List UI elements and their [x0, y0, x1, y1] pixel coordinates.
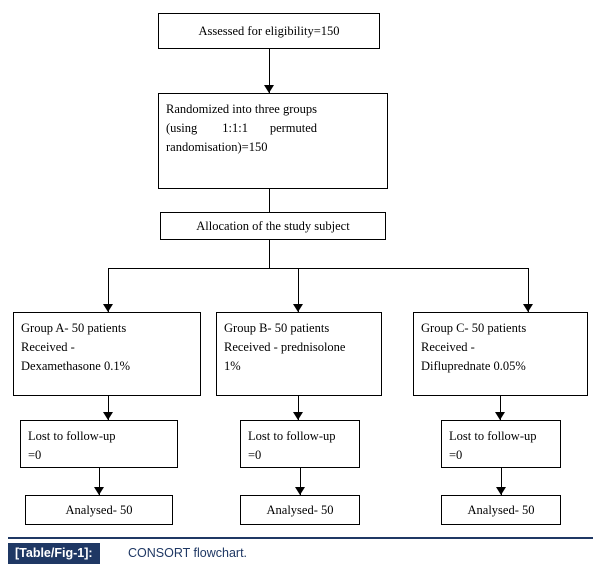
node-group-b: Group B- 50 patients Received - predniso… — [216, 312, 382, 396]
connector-assessed-to-randomized — [269, 49, 270, 93]
node-group-b-line1: Group B- 50 patients — [224, 321, 330, 335]
arrowhead-lost-b-to-analysed-b — [295, 487, 305, 495]
connector-bus-to-group-c — [528, 268, 529, 312]
figure-caption-text: CONSORT flowchart. — [128, 546, 248, 560]
node-lost-a-line1: Lost to follow-up — [28, 429, 116, 443]
connector-group-a-to-lost-a — [108, 396, 109, 420]
connector-allocation-bus — [108, 268, 528, 269]
node-lost-to-follow-up-c: Lost to follow-up =0 — [441, 420, 561, 468]
node-lost-b-line2: =0 — [248, 447, 262, 462]
node-allocation: Allocation of the study subject — [160, 212, 386, 240]
arrowhead-group-a-to-lost-a — [103, 412, 113, 420]
node-assessed-line1: Assessed for eligibility=150 — [198, 23, 340, 38]
node-group-a: Group A- 50 patients Received - Dexameth… — [13, 312, 201, 396]
arrowhead-bus-to-group-b — [293, 304, 303, 312]
node-lost-b-line1: Lost to follow-up — [248, 429, 336, 443]
node-group-c-line2: Received - — [421, 339, 475, 354]
node-group-a-line1: Group A- 50 patients — [21, 321, 127, 335]
node-lost-c-line1: Lost to follow-up — [449, 429, 537, 443]
connector-lost-a-to-analysed-a — [99, 468, 100, 495]
arrowhead-bus-to-group-a — [103, 304, 113, 312]
node-lost-c-line2: =0 — [449, 447, 463, 462]
node-group-b-line3: 1% — [224, 358, 241, 373]
arrowhead-group-b-to-lost-b — [293, 412, 303, 420]
arrowhead-lost-a-to-analysed-a — [94, 487, 104, 495]
node-allocation-line1: Allocation of the study subject — [196, 218, 350, 233]
node-analysed-b: Analysed- 50 — [240, 495, 360, 525]
node-analysed-c-line1: Analysed- 50 — [467, 502, 535, 517]
connector-lost-c-to-analysed-c — [501, 468, 502, 495]
node-analysed-a: Analysed- 50 — [25, 495, 173, 525]
node-randomized-line2: (using 1:1:1 permuted — [166, 120, 318, 135]
figure-caption-bar — [0, 537, 601, 568]
arrowhead-group-c-to-lost-c — [495, 412, 505, 420]
connector-bus-to-group-b — [298, 268, 299, 312]
node-lost-to-follow-up-a: Lost to follow-up =0 — [20, 420, 178, 468]
node-analysed-c: Analysed- 50 — [441, 495, 561, 525]
arrowhead-lost-c-to-analysed-c — [496, 487, 506, 495]
node-group-c: Group C- 50 patients Received - Diflupre… — [413, 312, 588, 396]
node-analysed-a-line1: Analysed- 50 — [65, 502, 133, 517]
connector-group-c-to-lost-c — [500, 396, 501, 420]
node-randomized-line1: Randomized into three groups — [166, 102, 318, 116]
figure-caption-rule — [8, 537, 593, 539]
connector-randomized-to-allocation — [269, 189, 270, 213]
connector-group-b-to-lost-b — [298, 396, 299, 420]
arrowhead-bus-to-group-c — [523, 304, 533, 312]
node-group-c-line1: Group C- 50 patients — [421, 321, 527, 335]
connector-allocation-stem — [269, 240, 270, 268]
node-randomized: Randomized into three groups (using 1:1:… — [158, 93, 388, 189]
node-lost-a-line2: =0 — [28, 447, 42, 462]
connector-bus-to-group-a — [108, 268, 109, 312]
node-randomized-line3: randomisation)=150 — [166, 139, 268, 154]
node-group-c-line3: Difluprednate 0.05% — [421, 358, 526, 373]
node-group-a-line2: Received - — [21, 339, 75, 354]
node-lost-to-follow-up-b: Lost to follow-up =0 — [240, 420, 360, 468]
node-group-a-line3: Dexamethasone 0.1% — [21, 358, 130, 373]
arrowhead-assessed-to-randomized — [264, 85, 274, 93]
node-analysed-b-line1: Analysed- 50 — [266, 502, 334, 517]
node-group-b-line2: Received - prednisolone — [224, 339, 346, 354]
figure-caption-tag: [Table/Fig-1]: — [8, 543, 100, 564]
connector-lost-b-to-analysed-b — [300, 468, 301, 495]
node-assessed-for-eligibility: Assessed for eligibility=150 — [158, 13, 380, 49]
